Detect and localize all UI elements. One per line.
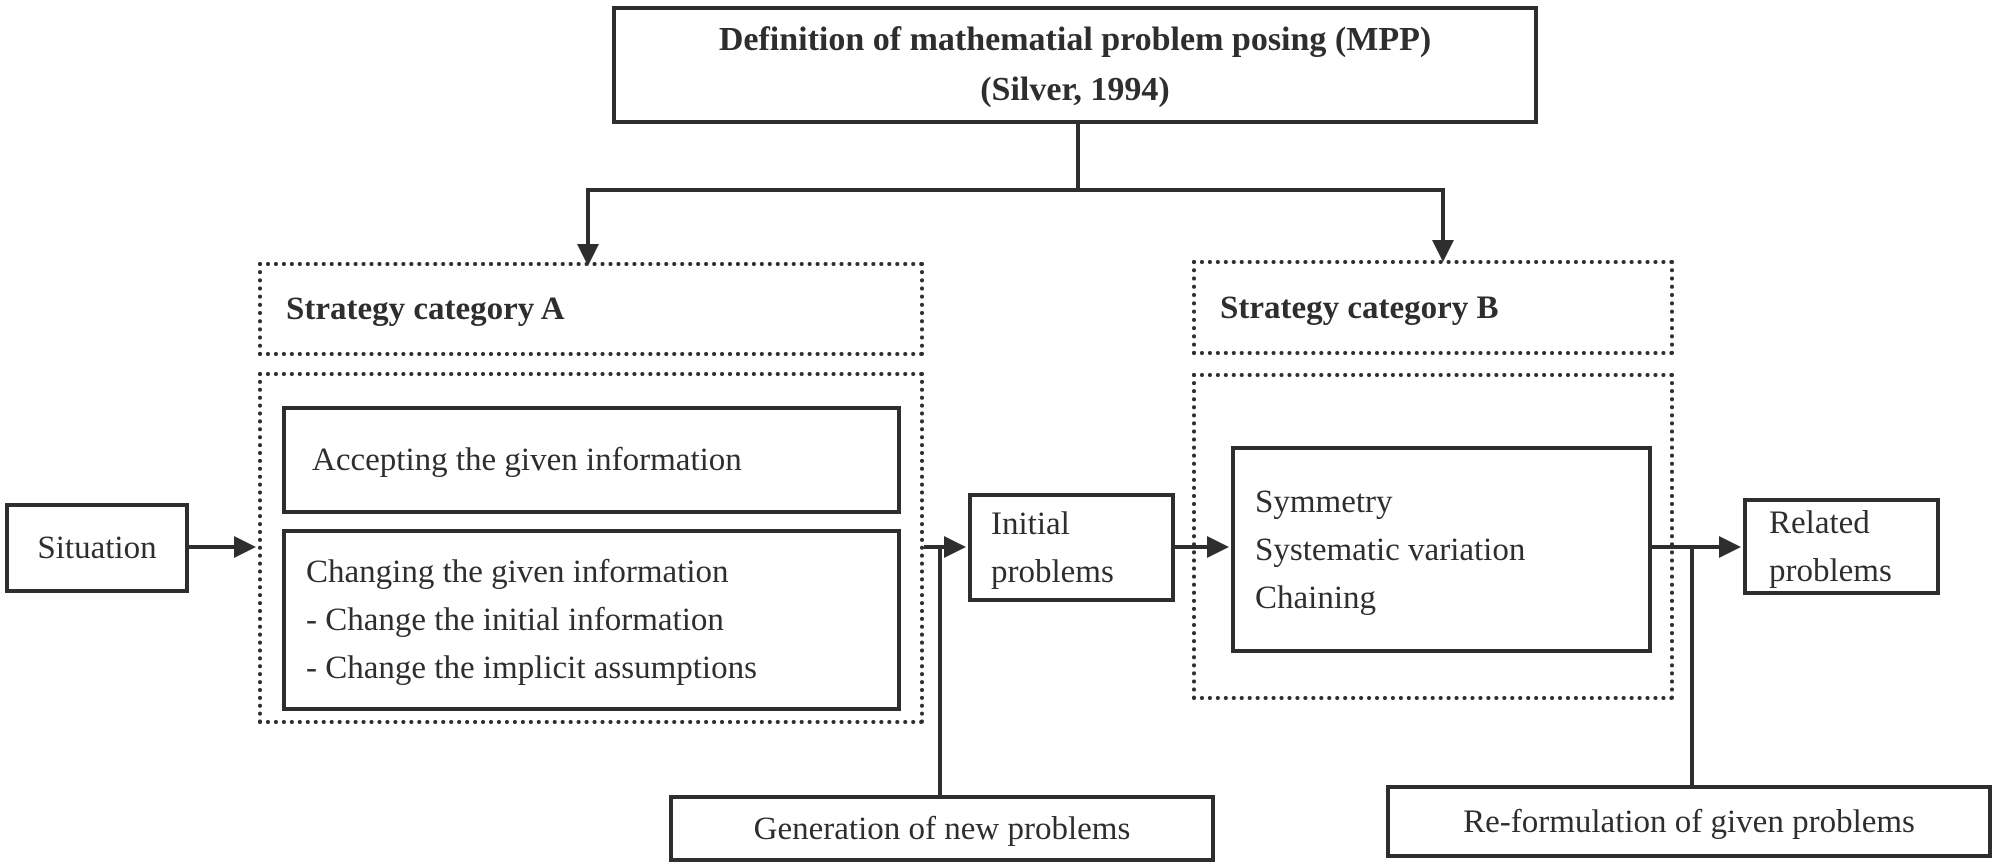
definition-line-2: (Silver, 1994) [980, 71, 1170, 108]
category-b-strategies-box: Symmetry Systematic variation Chaining [1231, 446, 1652, 653]
strategy-category-b-group-box [1192, 373, 1674, 700]
arrow-category-a-to-initial-problems [924, 536, 966, 795]
arrow-to-category-b-head [1432, 240, 1454, 262]
related-problems-line-2: problems [1769, 552, 1892, 589]
strategy-category-a-group-box [258, 372, 924, 724]
generation-of-new-problems-text: Generation of new problems [753, 810, 1131, 847]
related-problems-box: Related problems [1743, 498, 1940, 595]
category-b-strategies-line-1: Symmetry [1255, 483, 1393, 520]
changing-information-line-1: Changing the given information [306, 554, 729, 590]
connector-definition-to-categories [577, 124, 1454, 266]
accepting-information-text: Accepting the given information [312, 442, 742, 478]
initial-problems-line-1: Initial [991, 505, 1070, 542]
category-b-strategies-line-3: Chaining [1255, 579, 1376, 616]
definition-box: Definition of mathematial problem posing… [612, 6, 1538, 124]
arrow-situation-to-category-a [189, 536, 256, 558]
situation-text: Situation [37, 530, 157, 566]
situation-box: Situation [5, 503, 189, 593]
changing-information-line-2: - Change the initial information [306, 602, 724, 638]
arrow-situation-head [234, 536, 256, 558]
reformulation-of-given-problems-box: Re-formulation of given problems [1386, 785, 1992, 858]
definition-line-1: Definition of mathematial problem posing… [718, 21, 1432, 58]
related-problems-line-1: Related [1769, 504, 1870, 541]
strategy-category-b-label-box: Strategy category B [1192, 260, 1674, 355]
generation-of-new-problems-box: Generation of new problems [669, 795, 1215, 862]
arrow-b-to-related-head [1719, 536, 1741, 558]
strategy-category-b-label: Strategy category B [1220, 289, 1499, 326]
arrow-a-to-initial-head [944, 536, 966, 558]
strategy-category-a-label-box: Strategy category A [258, 262, 924, 356]
changing-information-box: Changing the given information - Change … [282, 529, 901, 711]
category-b-strategies-line-2: Systematic variation [1255, 531, 1526, 568]
strategy-category-a-label: Strategy category A [286, 291, 565, 327]
initial-problems-box: Initial problems [968, 493, 1175, 602]
changing-information-line-3: - Change the implicit assumptions [306, 650, 757, 686]
reformulation-of-given-problems-text: Re-formulation of given problems [1463, 803, 1915, 840]
initial-problems-line-2: problems [991, 553, 1114, 590]
accepting-information-box: Accepting the given information [282, 406, 901, 514]
